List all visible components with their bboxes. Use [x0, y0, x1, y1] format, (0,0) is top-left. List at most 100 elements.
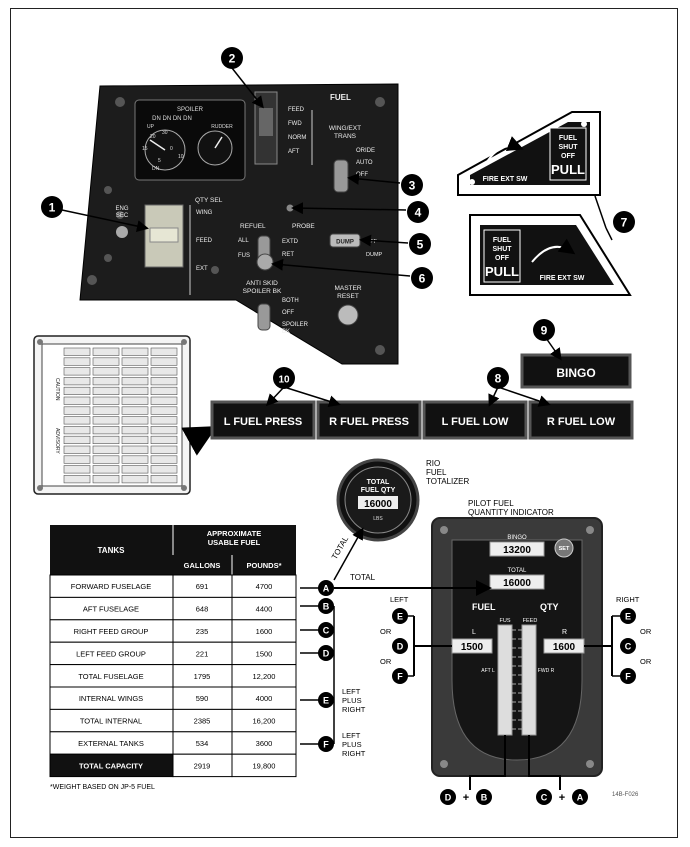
callout-4 [407, 201, 429, 223]
caution-cell [63, 475, 91, 484]
l-fuel-low-label: L FUEL LOW [442, 416, 509, 428]
caution-cell [63, 377, 91, 386]
caution-cell [92, 357, 120, 366]
caution-cell [121, 396, 149, 405]
callout-6-label: 6 [419, 272, 426, 286]
feed-label: FEED [523, 618, 538, 624]
feed-position-label: NORM [288, 135, 306, 141]
table-cell-pounds: 12,200 [253, 672, 276, 681]
caution-cell [121, 445, 149, 454]
caution-cell [92, 347, 120, 356]
table-head-tanks: TANKS [98, 546, 126, 555]
probe-knob[interactable] [256, 253, 274, 271]
dial-number: 30 [162, 130, 168, 136]
pilot-bingo-value: 13200 [503, 545, 531, 556]
bingo-set-knob[interactable] [554, 538, 574, 558]
figure-frame [10, 8, 678, 838]
wing-ext-trans-switch[interactable] [333, 159, 349, 193]
key-circle-a [318, 580, 334, 596]
fuel-shut-off-top-2: SHUT [558, 144, 578, 151]
caution-cell [92, 455, 120, 464]
key-circle-a-label: A [323, 584, 330, 594]
figure-id: 14B-F026 [612, 792, 639, 798]
fuel-header-label: FUEL [330, 93, 351, 102]
rio-totalizer-gauge: TOTAL FUEL QTY 16000 LBS [336, 458, 420, 542]
table-footnote: *WEIGHT BASED ON JP-5 FUEL [50, 784, 155, 791]
caution-cell [92, 435, 120, 445]
caution-cell [150, 465, 178, 474]
caution-cell [150, 377, 178, 386]
qty-sel-position-label: EXT [196, 266, 208, 272]
refuel-position-label: RET [282, 252, 294, 258]
table-cell-gallons: 590 [196, 694, 209, 703]
bottom-left-key-1-label: D [445, 793, 452, 803]
spoiler-up-label: UP [147, 124, 155, 130]
key-circle-b-label: B [323, 602, 330, 612]
rio-gauge-title-2: FUEL QTY [361, 487, 396, 494]
caution-cell [63, 416, 91, 425]
callout-1 [41, 196, 63, 218]
caution-advisory-panel: CAUTION ADVISORY [33, 335, 191, 495]
callout-5 [409, 233, 431, 255]
caution-cell [150, 475, 178, 484]
caution-cell [92, 377, 120, 386]
anti-skid-switch[interactable] [257, 303, 271, 331]
spoiler-label: SPOILER [177, 107, 204, 113]
rio-unit: LBS [373, 516, 383, 522]
caution-cell [63, 367, 91, 376]
caution-cell [63, 396, 91, 405]
side-left-key-label: F [397, 672, 403, 682]
dial-number: 0 [170, 146, 173, 152]
r-fuel-low-light: R FUEL LOW [528, 400, 634, 440]
table-cell-tank: INTERNAL WINGS [79, 694, 143, 703]
pilot-bingo-label: BINGO [507, 535, 527, 541]
or-left-2: OR [380, 657, 392, 666]
l-fuel-press-label: L FUEL PRESS [224, 416, 302, 428]
table-cell-pounds: 4400 [256, 605, 273, 614]
key-circle-e [318, 692, 334, 708]
caution-cell [150, 396, 178, 405]
callout-5-label: 5 [417, 238, 424, 252]
l-fuel-low-light: L FUEL LOW [422, 400, 528, 440]
fire-ext-sw-top: FIRE EXT SW [483, 176, 528, 183]
caution-cell [92, 475, 120, 484]
bottom-left-key-2 [476, 789, 492, 805]
pilot-fuel-qty-indicator: BINGO 13200 SET TOTAL 16000 FUEL QTY L 1… [431, 517, 603, 777]
bottom-left-key-2-label: B [481, 793, 488, 803]
caution-cell [63, 455, 91, 464]
aft-l-label: AFT L [481, 668, 495, 674]
key-circle-d-label: D [323, 649, 330, 659]
spoiler-dn-label: DN DN DN DN [152, 116, 192, 122]
aft-tape [497, 624, 513, 736]
or-left-1: OR [380, 627, 392, 636]
master-reset-button[interactable] [337, 304, 359, 326]
feed-position-label: FWD [288, 121, 302, 127]
refuel-position-label: EXTD [282, 239, 299, 245]
key-circle-e-label: E [323, 696, 329, 706]
caution-cell [92, 465, 120, 474]
caution-cell [121, 406, 149, 415]
left-label: LEFT [390, 595, 409, 604]
qty-sel-label: QTY SEL [195, 197, 223, 204]
table-cell-tank: RIGHT FEED GROUP [74, 627, 149, 636]
fwd-r-label: FWD R [538, 668, 555, 674]
table-cell-tank: LEFT FEED GROUP [76, 649, 146, 658]
key-circle-c [318, 622, 334, 638]
rudder-label: RUDDER [211, 124, 233, 130]
pull-top: PULL [551, 162, 585, 177]
dump-button-label: DUMP [336, 240, 354, 246]
caution-cell [63, 386, 91, 396]
caution-cell [92, 445, 120, 454]
table-cell-gallons: 2385 [194, 717, 211, 726]
callout-10-label: 10 [278, 375, 290, 386]
bottom-left-key-1 [440, 789, 456, 805]
r-fuel-low-label: R FUEL LOW [547, 416, 616, 428]
table-head-pounds: POUNDS* [246, 561, 281, 570]
caution-cell [63, 357, 91, 366]
eng-sec-button[interactable] [116, 226, 128, 238]
pilot-fuel-label: FUEL [472, 602, 496, 612]
fire-ext-placard-bottom: FUEL SHUT OFF PULL FIRE EXT SW [469, 214, 632, 296]
advisory-side-label: ADVISORY [54, 428, 60, 454]
